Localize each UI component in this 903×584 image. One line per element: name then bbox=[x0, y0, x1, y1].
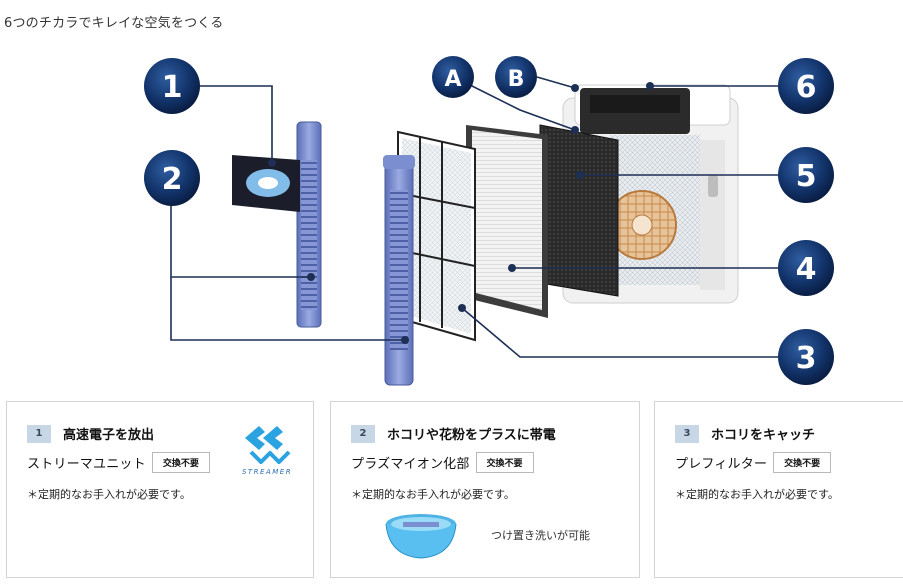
leader-dots bbox=[268, 82, 654, 344]
callout-a: A bbox=[432, 56, 474, 98]
feature-card-3: 3 ホコリをキャッチ プレフィルター 交換不要 ＊定期的なお手入れが必要です。 bbox=[654, 401, 903, 578]
card-component-name: プラズマイオン化部 bbox=[351, 457, 470, 472]
card-number-badge: 1 bbox=[27, 424, 51, 443]
svg-text:1: 1 bbox=[162, 70, 183, 105]
streamer-logo: STREAMER bbox=[237, 422, 297, 477]
plasma-ionizer-back bbox=[296, 121, 322, 328]
streamer-logo-icon bbox=[245, 426, 291, 465]
deodorizing-filter bbox=[539, 124, 619, 297]
callout-b: B bbox=[495, 56, 537, 98]
callout-6: 6 bbox=[778, 58, 834, 114]
hepa-filter bbox=[466, 125, 548, 318]
plasma-ionizer-front bbox=[383, 155, 415, 386]
callout-1: 1 bbox=[144, 58, 200, 114]
streamer-logo-text: STREAMER bbox=[241, 468, 293, 476]
exploded-diagram: 1 2 3 4 5 6 A B bbox=[144, 56, 834, 386]
svg-text:B: B bbox=[508, 67, 525, 92]
card-headline: ホコリをキャッチ bbox=[711, 428, 816, 443]
svg-text:4: 4 bbox=[796, 252, 817, 287]
card-headline: 高速電子を放出 bbox=[63, 428, 155, 443]
card-maintenance-note: ＊定期的なお手入れが必要です。 bbox=[351, 488, 515, 501]
svg-text:3: 3 bbox=[796, 341, 817, 376]
streamer-unit bbox=[232, 155, 300, 212]
callout-5: 5 bbox=[778, 147, 834, 203]
card-component-name: ストリーマユニット bbox=[27, 457, 146, 472]
wash-note: つけ置き洗いが可能 bbox=[491, 529, 590, 542]
callout-2: 2 bbox=[144, 150, 200, 206]
svg-text:6: 6 bbox=[796, 70, 817, 105]
callout-4: 4 bbox=[778, 240, 834, 296]
svg-text:A: A bbox=[444, 67, 461, 92]
card-number-badge: 2 bbox=[351, 424, 375, 443]
callout-3: 3 bbox=[778, 329, 834, 385]
feature-card-2: 2 ホコリや花粉をプラスに帯電 プラズマイオン化部 交換不要 ＊定期的なお手入れ… bbox=[330, 401, 640, 578]
no-replacement-tag: 交換不要 bbox=[475, 452, 534, 473]
no-replacement-tag: 交換不要 bbox=[151, 452, 210, 473]
svg-text:5: 5 bbox=[796, 159, 817, 194]
card-maintenance-note: ＊定期的なお手入れが必要です。 bbox=[27, 488, 191, 501]
card-component-name: プレフィルター bbox=[675, 457, 768, 472]
soaking-basin-icon bbox=[385, 514, 457, 559]
card-number-badge: 3 bbox=[675, 424, 699, 443]
card-headline: ホコリや花粉をプラスに帯電 bbox=[387, 428, 556, 443]
no-replacement-tag: 交換不要 bbox=[773, 452, 832, 473]
page-title: 6つのチカラでキレイな空気をつくる bbox=[4, 16, 224, 31]
svg-text:2: 2 bbox=[162, 162, 183, 197]
leader-lines bbox=[170, 76, 779, 358]
feature-card-1: 1 高速電子を放出 ストリーマユニット 交換不要 ＊定期的なお手入れが必要です。… bbox=[6, 401, 314, 578]
card-maintenance-note: ＊定期的なお手入れが必要です。 bbox=[675, 488, 839, 501]
